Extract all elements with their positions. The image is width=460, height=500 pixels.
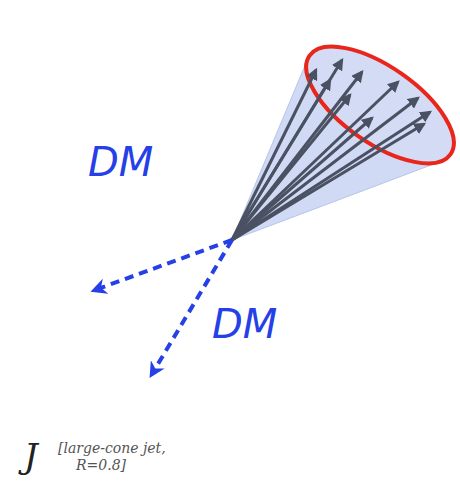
jet-cone [232,25,460,240]
dark-matter-arrow [95,240,232,290]
particle-track [232,82,398,240]
jet-note: [large-cone jet, R=0.8] [58,440,204,474]
particle-track [232,112,430,240]
particle-track [232,98,418,240]
particle-track [232,124,424,240]
dark-matter-arrows [95,240,232,374]
particle-track [232,118,372,240]
jet-symbol: J [24,436,38,477]
jet-particles [232,60,430,240]
particle-label: DM [212,300,277,348]
particle-label: DM [88,138,153,186]
